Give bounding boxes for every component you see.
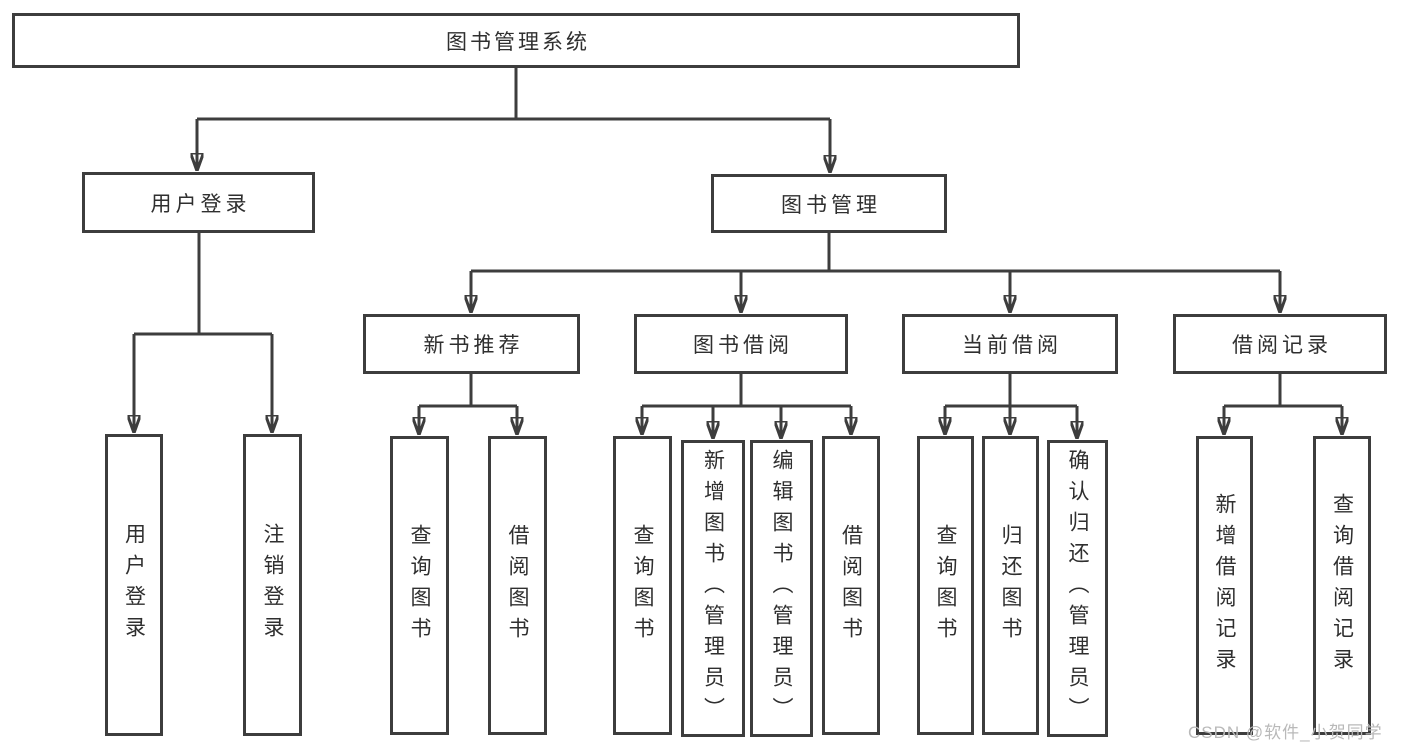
branch-current-borrow bbox=[945, 374, 1077, 438]
leaf-add-book-admin: 新增图书（管理员） bbox=[681, 440, 745, 737]
leaf-label: 用户登录 bbox=[122, 523, 146, 647]
node-borrow-records: 借阅记录 bbox=[1173, 314, 1387, 374]
node-new-book-recommend: 新书推荐 bbox=[363, 314, 580, 374]
leaf-user-login: 用户登录 bbox=[105, 434, 163, 736]
leaf-label: 注销登录 bbox=[261, 523, 284, 647]
leaf-borrow-books-newrec: 借阅图书 bbox=[488, 436, 547, 735]
leaf-label: 借阅图书 bbox=[506, 523, 529, 648]
leaf-label: 查询图书 bbox=[934, 523, 957, 648]
leaf-logout: 注销登录 bbox=[243, 434, 302, 736]
leaf-label: 编辑图书（管理员） bbox=[770, 449, 793, 728]
branch-book-borrow bbox=[642, 374, 851, 438]
leaf-query-borrow-record: 查询借阅记录 bbox=[1313, 436, 1371, 735]
branch-new-book-rec bbox=[419, 374, 517, 434]
leaf-label: 查询图书 bbox=[408, 523, 431, 648]
branch-borrow-records bbox=[1224, 374, 1342, 434]
branch-user-login bbox=[134, 233, 272, 432]
leaf-label: 查询图书 bbox=[631, 523, 654, 648]
leaf-query-books-borrow: 查询图书 bbox=[613, 436, 672, 735]
node-book-borrow: 图书借阅 bbox=[634, 314, 848, 374]
leaf-add-borrow-record: 新增借阅记录 bbox=[1196, 436, 1253, 735]
leaf-label: 查询借阅记录 bbox=[1330, 492, 1354, 679]
leaf-confirm-return-admin: 确认归还（管理员） bbox=[1047, 440, 1108, 737]
leaf-query-books-current: 查询图书 bbox=[917, 436, 974, 735]
leaf-label: 借阅图书 bbox=[839, 523, 863, 648]
node-user-login: 用户登录 bbox=[82, 172, 315, 233]
leaf-query-books-newrec: 查询图书 bbox=[390, 436, 449, 735]
branch-book-management bbox=[471, 233, 1280, 312]
leaf-label: 确认归还（管理员） bbox=[1066, 449, 1089, 728]
node-current-borrow: 当前借阅 bbox=[902, 314, 1118, 374]
node-book-management: 图书管理 bbox=[711, 174, 947, 233]
leaf-label: 新增借阅记录 bbox=[1213, 492, 1236, 679]
leaf-edit-book-admin: 编辑图书（管理员） bbox=[750, 440, 813, 737]
leaf-return-book: 归还图书 bbox=[982, 436, 1039, 735]
node-library-management-system: 图书管理系统 bbox=[12, 13, 1020, 68]
leaf-label: 新增图书（管理员） bbox=[701, 449, 725, 728]
csdn-watermark: CSDN @软件_小贺同学 bbox=[1188, 723, 1383, 742]
branch-root bbox=[197, 68, 830, 172]
leaf-label: 归还图书 bbox=[999, 523, 1022, 648]
leaf-borrow-books: 借阅图书 bbox=[822, 436, 880, 735]
